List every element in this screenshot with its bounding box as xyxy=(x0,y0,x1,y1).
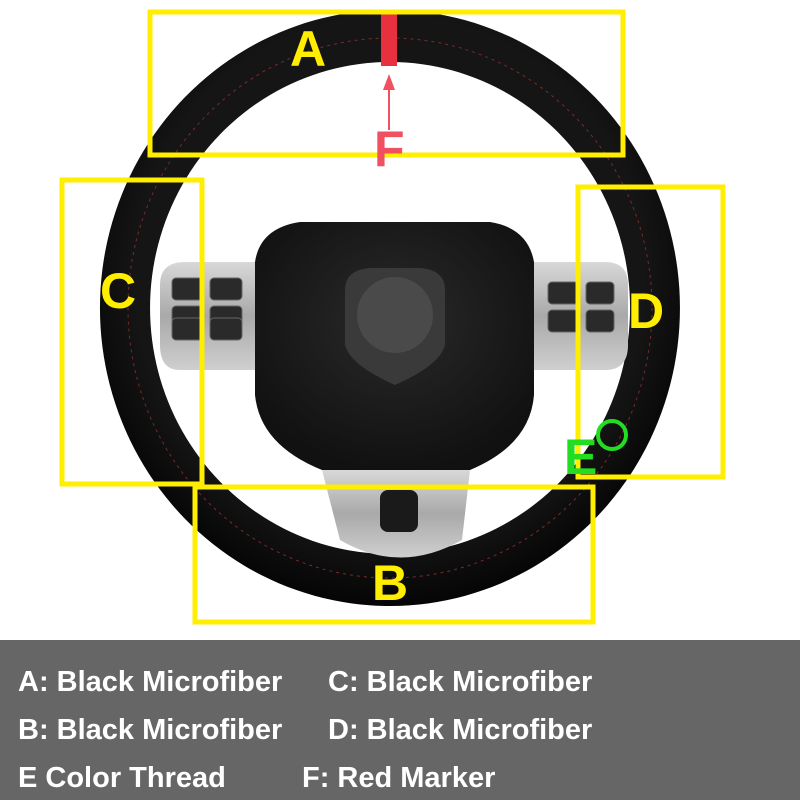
horn-emblem xyxy=(357,277,433,353)
zone-c-label: C xyxy=(100,263,137,319)
zone-d-box xyxy=(575,184,726,480)
legend-item-c: C: Black Microfiber xyxy=(328,666,593,698)
legend-item-e: E Color Thread xyxy=(18,762,226,794)
product-photo: A C D B F E xyxy=(59,9,726,625)
legend-panel: A: Black Microfiber C: Black Microfiber … xyxy=(0,640,800,800)
zone-a-label: A xyxy=(290,21,327,77)
steering-wheel-illustration xyxy=(59,9,726,625)
zone-b-label: B xyxy=(372,555,409,611)
legend-item-d: D: Black Microfiber xyxy=(328,714,593,746)
zone-a-box xyxy=(147,9,626,158)
legend-item-b: B: Black Microfiber xyxy=(18,714,283,746)
zone-c-box xyxy=(59,177,205,487)
thread-marker-circle xyxy=(596,419,628,451)
spoke-slot xyxy=(380,490,418,532)
legend-item-f: F: Red Marker xyxy=(302,762,496,794)
legend-item-a: A: Black Microfiber xyxy=(18,666,283,698)
left-button-cluster xyxy=(171,277,243,341)
marker-arrow-head xyxy=(383,74,395,90)
zone-b-box xyxy=(192,484,596,625)
zone-f-label: F xyxy=(374,121,405,177)
right-button-cluster xyxy=(547,281,615,333)
zone-e-label: E xyxy=(564,429,598,485)
zone-d-label: D xyxy=(628,283,665,339)
red-marker-stripe xyxy=(381,12,397,66)
